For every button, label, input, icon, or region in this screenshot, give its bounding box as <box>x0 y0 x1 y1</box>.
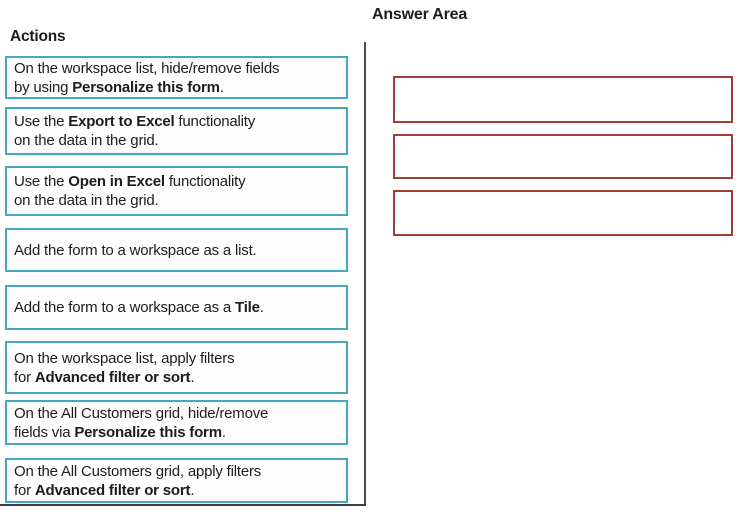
action-card[interactable]: Add the form to a workspace as a Tile. <box>5 285 348 330</box>
action-text-line: On the workspace list, apply filters <box>14 349 235 367</box>
action-text-line: fields via Personalize this form. <box>14 423 226 441</box>
answer-area-title: Answer Area <box>372 6 468 23</box>
action-card[interactable]: On the workspace list, hide/remove field… <box>5 56 348 99</box>
action-card[interactable]: Use the Open in Excel functionality on th… <box>5 166 348 216</box>
action-text-line: Use the Export to Excel functionality <box>14 113 256 130</box>
action-text-line: Use the Open in Excel functionality <box>14 173 246 190</box>
action-text-line: Add the form to a workspace as a Tile. <box>14 299 264 316</box>
action-text-line: On the All Customers grid, hide/remove <box>14 404 269 422</box>
action-card[interactable]: Use the Export to Excel functionality on … <box>5 107 348 155</box>
bottom-divider <box>0 504 366 506</box>
actions-list: On the workspace list, hide/remove field… <box>0 0 360 516</box>
action-text-line: for Advanced filter or sort. <box>14 368 195 386</box>
answer-slot[interactable] <box>393 134 733 179</box>
action-text-line: On the workspace list, hide/remove field… <box>14 59 280 77</box>
actions-panel-title: Actions <box>10 28 66 45</box>
answer-slot[interactable] <box>393 190 733 236</box>
action-card[interactable]: On the All Customers grid, apply filters… <box>5 458 348 503</box>
action-text-line: On the All Customers grid, apply filters <box>14 462 262 480</box>
answer-slot[interactable] <box>393 76 733 123</box>
action-card[interactable]: Add the form to a workspace as a list. <box>5 228 348 272</box>
action-text-line: by using Personalize this form. <box>14 78 224 96</box>
vertical-divider <box>364 42 366 506</box>
action-text-line: Add the form to a workspace as a list. <box>14 241 257 259</box>
action-text-line: on the data in the grid. <box>14 132 159 149</box>
action-text-line: for Advanced filter or sort. <box>14 481 195 499</box>
action-text-line: on the data in the grid. <box>14 192 159 209</box>
